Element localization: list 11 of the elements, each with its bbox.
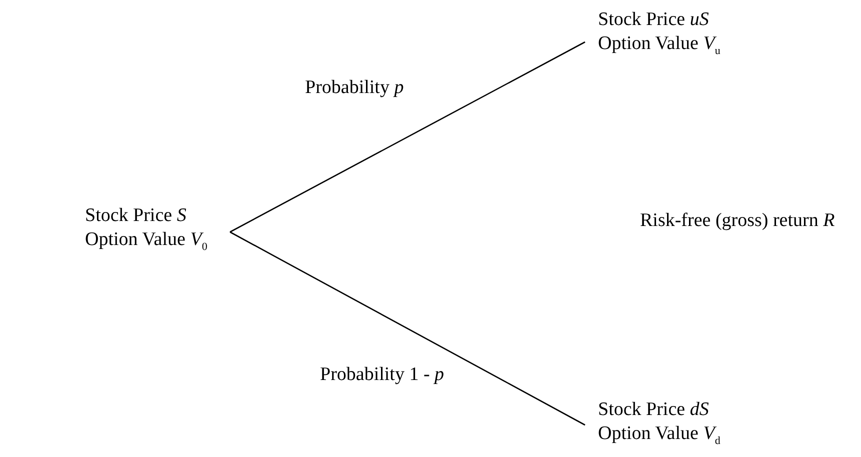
node-text: Option Value V$_{d}$ bbox=[598, 422, 720, 449]
node-text: Option Value V$_{u}$ bbox=[598, 32, 720, 59]
node-text: Stock Price dS bbox=[598, 398, 709, 422]
branch-line bbox=[230, 231, 586, 426]
edge-label: Probability 1 - p bbox=[318, 364, 446, 386]
edge-label: Probability p bbox=[303, 77, 406, 99]
node-text: Option Value V$_{0}$ bbox=[85, 228, 208, 255]
note-text: Risk-free (gross) return R bbox=[638, 210, 837, 232]
branch-line bbox=[230, 41, 586, 233]
node-text: Stock Price S bbox=[85, 204, 186, 228]
node-text: Stock Price uS bbox=[598, 8, 709, 32]
